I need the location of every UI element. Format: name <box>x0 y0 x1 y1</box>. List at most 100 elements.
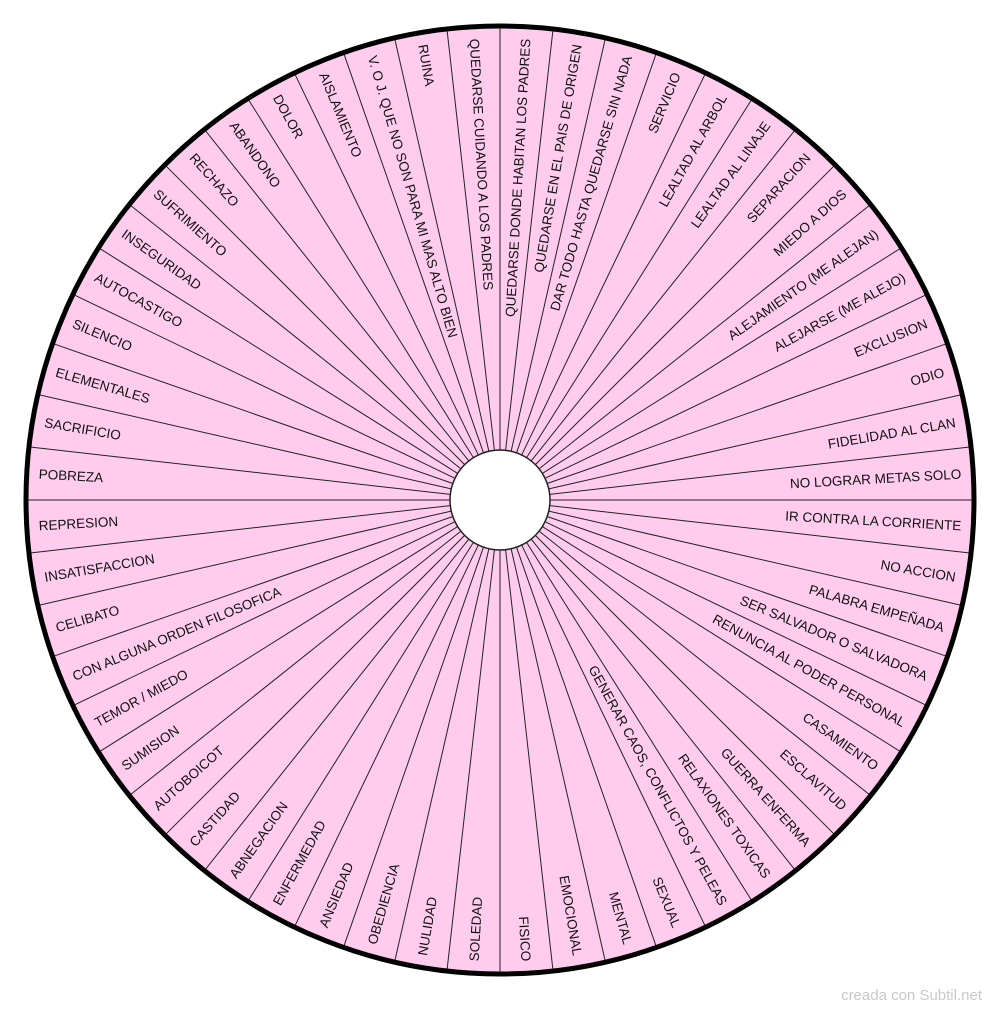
wheel-sector <box>72 500 500 753</box>
wheel-spoke <box>37 510 452 606</box>
wheel-spoke <box>72 521 456 707</box>
wheel-sector <box>500 500 871 836</box>
wheel-sector <box>500 500 928 753</box>
wheel-spoke <box>544 521 928 707</box>
wheel-spoke <box>247 98 474 458</box>
wheel-spoke <box>549 446 972 495</box>
wheel-sector <box>294 500 500 948</box>
wheel-spoke <box>164 164 465 465</box>
wheel-spoke <box>446 549 495 972</box>
wheel-spoke <box>538 204 871 470</box>
wheel-segment-label: RUINA <box>415 43 437 87</box>
wheel-spoke <box>516 52 658 453</box>
wheel-sector <box>500 204 902 500</box>
wheel-spoke <box>293 72 479 456</box>
wheel-spoke <box>293 544 479 928</box>
wheel-sector <box>204 500 500 902</box>
wheel-spoke <box>510 37 606 452</box>
wheel-spoke <box>37 394 452 490</box>
wheel-spoke <box>394 37 490 452</box>
wheel-segment-label: SOLEDAD <box>467 896 486 962</box>
wheel-spoke <box>542 247 902 474</box>
wheel-spoke <box>549 505 972 554</box>
wheel-spoke <box>521 72 707 456</box>
wheel-sector <box>37 500 500 657</box>
wheel-segment-label: FISICO <box>516 916 534 962</box>
wheel-spoke <box>72 293 456 479</box>
wheel-sector <box>500 37 657 500</box>
wheel-sector <box>500 164 871 500</box>
wheel-sector <box>164 500 500 871</box>
wheel-spoke <box>530 538 796 871</box>
wheel-spoke <box>547 342 948 484</box>
wheel-sector <box>500 500 706 948</box>
wheel-sector <box>72 247 500 500</box>
wheel-sector <box>500 500 796 902</box>
wheel-spoke <box>538 530 871 796</box>
wheel-spoke <box>394 548 490 963</box>
wheel-spoke <box>247 542 474 902</box>
wheel-sector <box>98 204 501 500</box>
wheel-sector <box>500 500 963 657</box>
wheel-sector <box>52 294 500 500</box>
wheel-sector <box>98 500 501 796</box>
wheel-sector <box>500 343 963 500</box>
wheel-sector <box>500 247 928 500</box>
wheel-spoke <box>52 516 453 658</box>
wheel-sector <box>500 500 836 871</box>
wheel-spoke <box>342 547 484 948</box>
wheel-sector <box>500 72 753 500</box>
wheel-spoke <box>544 293 928 479</box>
wheel-sector <box>247 500 500 928</box>
wheel-spoke <box>521 544 707 928</box>
wheel-sector <box>343 37 500 500</box>
wheel-spoke <box>204 538 470 871</box>
wheel-sector <box>500 98 796 501</box>
wheel-sector <box>343 500 500 963</box>
wheel-sector <box>500 500 753 928</box>
wheel-spoke <box>98 526 458 753</box>
wheel-spoke <box>516 547 658 948</box>
wheel-spoke <box>446 28 495 451</box>
wheel-sector <box>129 164 500 500</box>
wheel-spoke <box>547 516 948 658</box>
wheel-sector <box>37 343 500 500</box>
wheel-sector <box>129 500 500 836</box>
wheel-spoke <box>535 164 836 465</box>
wheel-spoke <box>526 98 753 458</box>
wheel-spoke <box>204 129 470 462</box>
wheel-hub <box>449 449 551 551</box>
wheel-spoke <box>129 530 462 796</box>
wheel-spoke <box>505 28 554 451</box>
wheel-spokes <box>26 26 974 974</box>
wheel-spoke <box>542 526 902 753</box>
wheel-segment-label: POBREZA <box>38 467 103 486</box>
wheel-spoke <box>548 510 963 606</box>
wheel-sector <box>247 72 500 500</box>
wheel-spoke <box>530 129 796 462</box>
wheel-spoke <box>164 535 465 836</box>
wheel-sector <box>164 129 500 500</box>
wheel-spoke <box>98 247 458 474</box>
footer-credit: creada con Subtil.net <box>841 987 982 1004</box>
wheel-spoke <box>28 446 451 495</box>
wheel-sector <box>204 98 500 501</box>
wheel-segment-label: REPRESION <box>38 514 118 533</box>
wheel-sector <box>500 500 948 706</box>
wheel-sector <box>52 500 500 706</box>
wheel-spoke <box>342 52 484 453</box>
wheel-rim <box>23 23 977 977</box>
wheel-spoke <box>505 549 554 972</box>
wheel-sectors <box>26 25 974 974</box>
wheel-sector <box>500 129 836 500</box>
wheel-spoke <box>510 548 606 963</box>
wheel-spoke <box>526 542 753 902</box>
wheel-sector <box>500 500 902 796</box>
wheel-spoke <box>52 342 453 484</box>
wheel-spoke <box>548 394 963 490</box>
wheel-spoke <box>535 535 836 836</box>
wheel-sector <box>500 500 657 963</box>
wheel-sector <box>294 52 500 500</box>
wheel-sector <box>500 52 706 500</box>
